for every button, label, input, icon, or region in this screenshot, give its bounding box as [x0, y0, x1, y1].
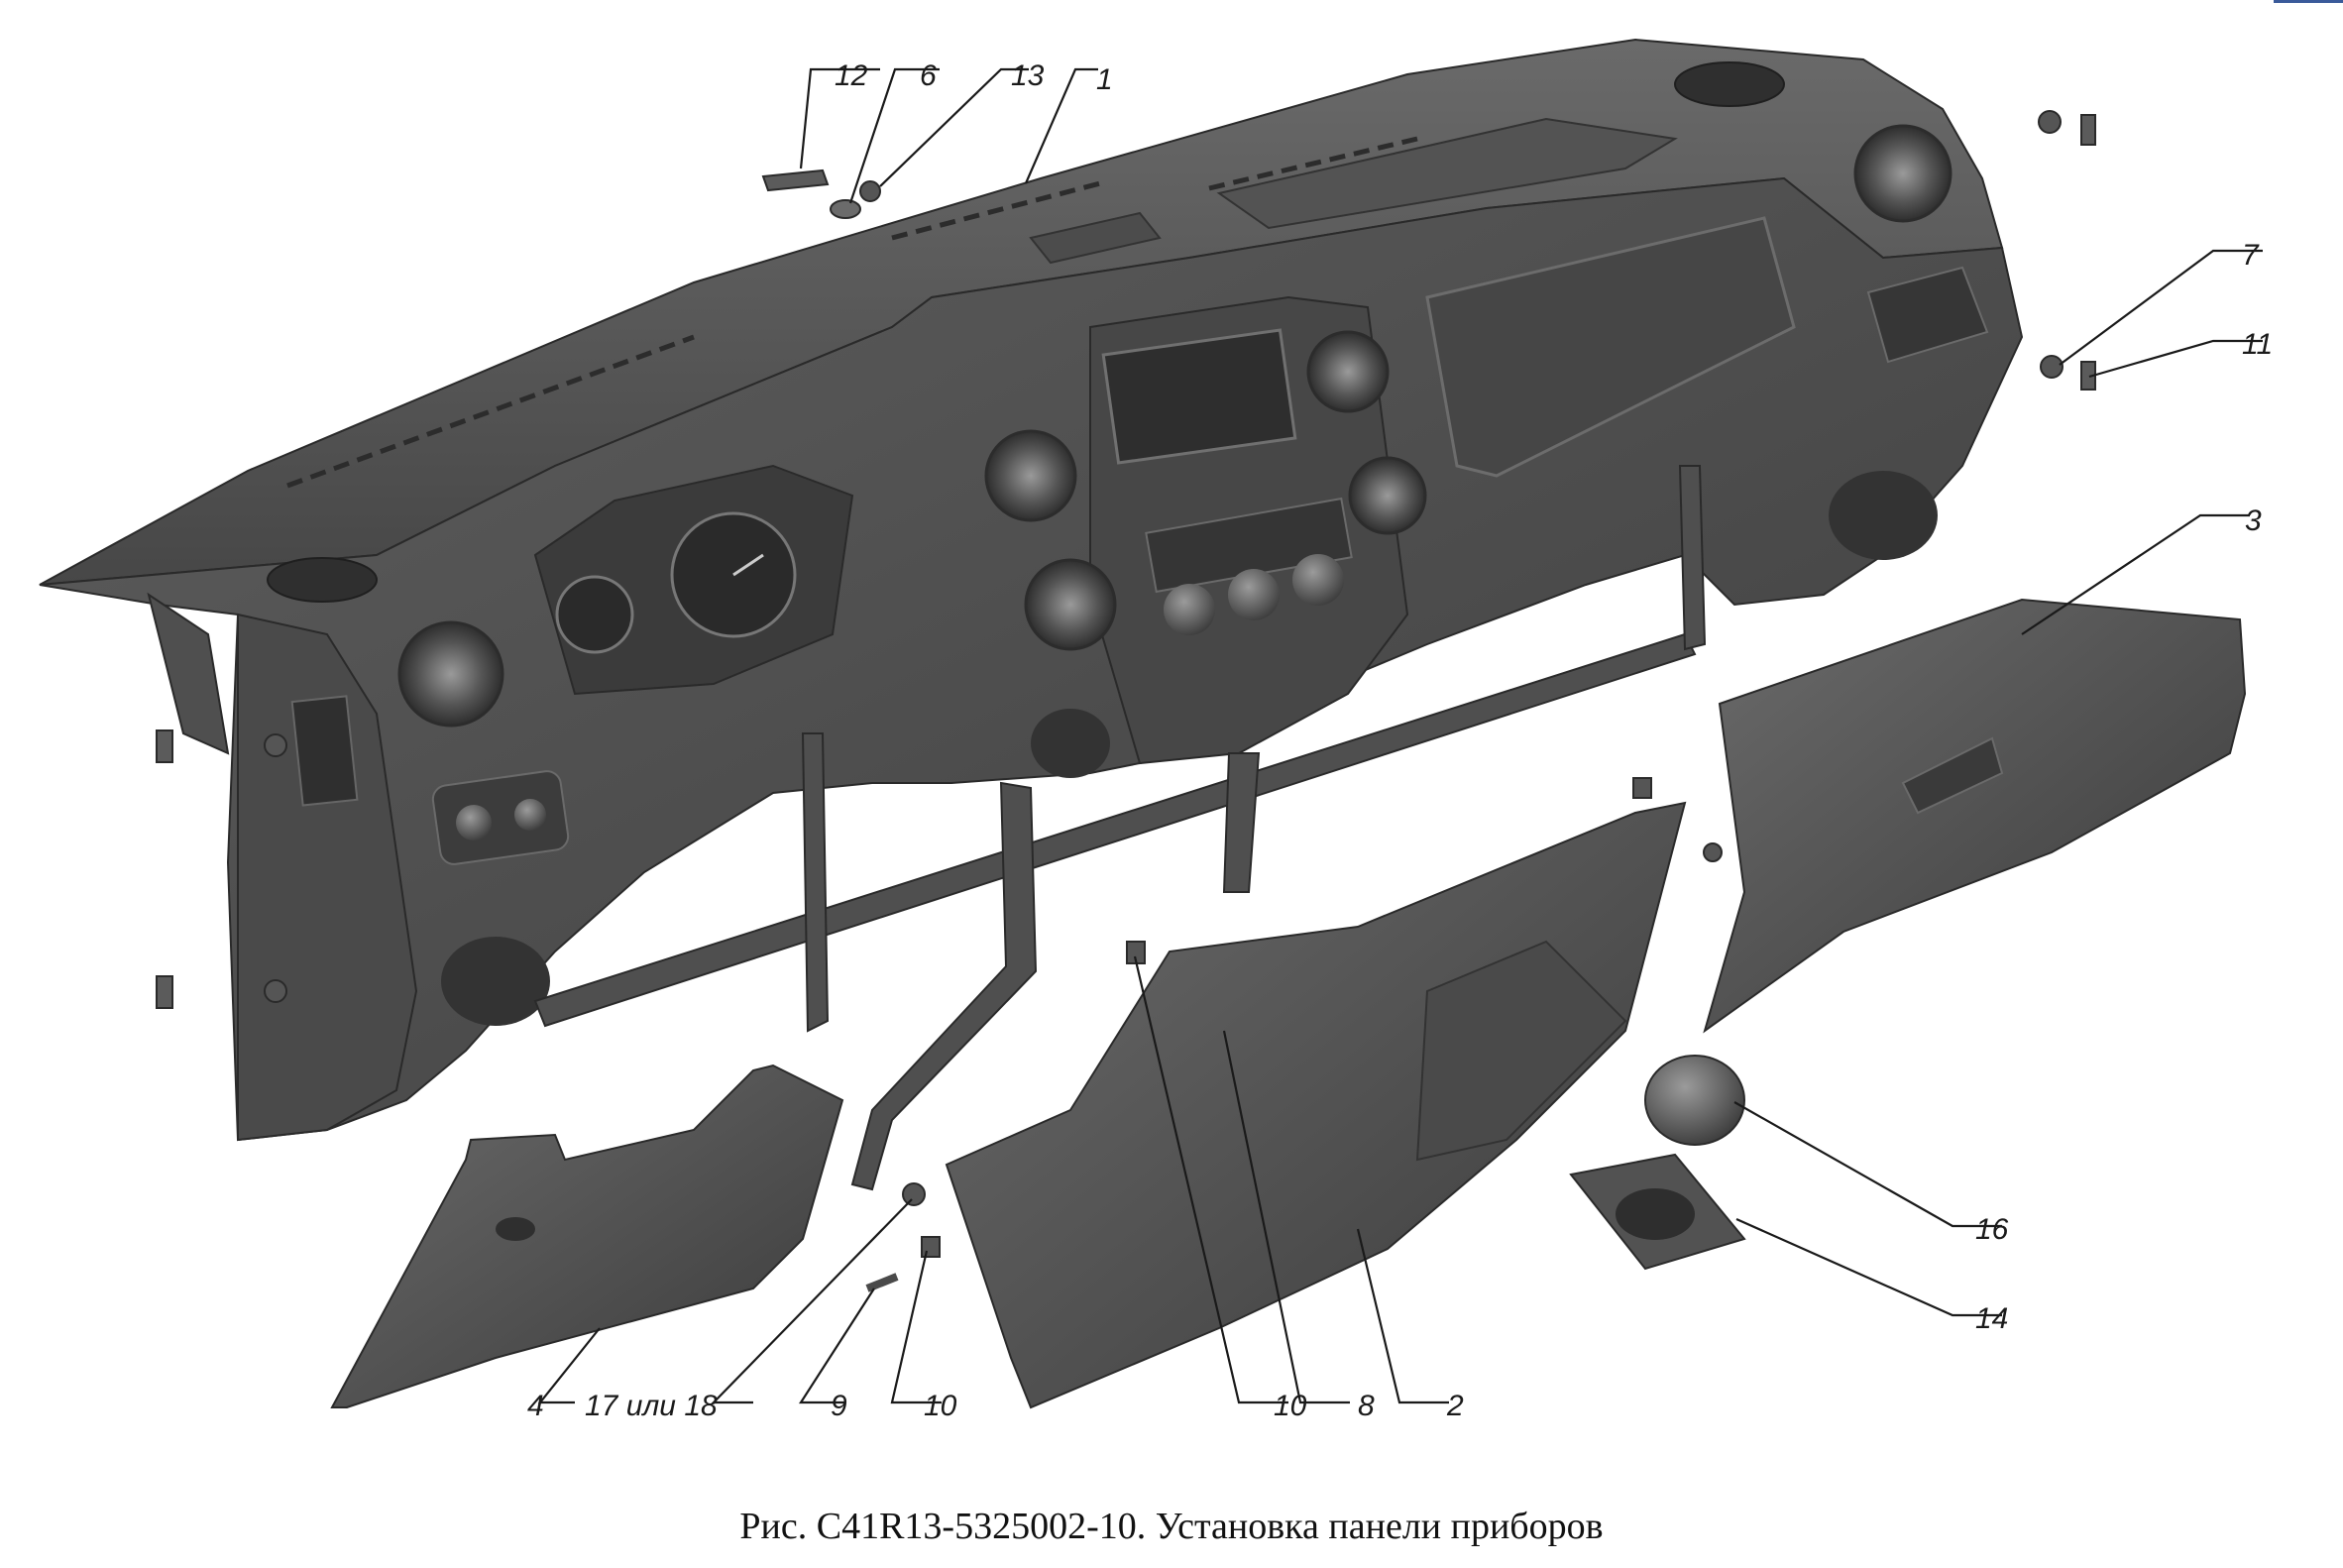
light-switch-block — [431, 770, 570, 865]
callout-3: 3 — [2245, 504, 2262, 537]
defrost-slots — [286, 136, 1418, 489]
air-vent-center-low — [1024, 558, 1117, 651]
callout-16: 16 — [1975, 1213, 2009, 1246]
beam-support-right — [1678, 465, 1707, 651]
callout-13: 13 — [1011, 59, 1045, 92]
beam-bracket-center — [1222, 752, 1261, 893]
hvac-knob-right — [1292, 554, 1344, 606]
figure-caption: Рис. С41R13-5325002-10. Установка панели… — [739, 1506, 1604, 1547]
callout-7: 7 — [2242, 239, 2260, 272]
clip-glovebox-top — [1632, 777, 1652, 799]
screw-9 — [865, 1273, 899, 1292]
side-vent-left — [290, 695, 359, 807]
instrument-panel-body — [39, 38, 2024, 1142]
callout-4: 4 — [527, 1390, 544, 1422]
callout-9: 9 — [831, 1390, 847, 1422]
screw-13 — [859, 180, 881, 202]
ashtray-housing-opening — [1616, 1188, 1695, 1240]
callout-10-right: 10 — [1274, 1390, 1307, 1422]
air-vent-right — [1853, 124, 1952, 223]
callout-14: 14 — [1975, 1302, 2008, 1335]
callout-labels: 12 6 13 1 7 11 3 16 14 2 8 10 10 9 17 ил… — [527, 59, 2273, 1422]
screw-left-lower — [264, 979, 287, 1003]
callout-6: 6 — [920, 59, 937, 92]
lower-opening-center — [1031, 709, 1110, 778]
beam-steering-tube — [850, 781, 1038, 1191]
ashtray-cup — [1644, 1055, 1745, 1146]
corner-mark — [2274, 0, 2343, 3]
top-recess-center — [1029, 211, 1162, 265]
lower-center-panel — [945, 801, 1687, 1409]
callout-12: 12 — [835, 59, 868, 92]
screw-7 — [2040, 355, 2064, 379]
air-vent-center-right-low — [1348, 456, 1427, 535]
right-switch-pod — [1866, 266, 1989, 364]
clip-left-lower — [156, 975, 173, 1009]
clip-left-upper — [156, 729, 173, 763]
callout-1: 1 — [1096, 63, 1113, 96]
glovebox — [1703, 598, 2247, 1034]
lower-panel-left — [330, 1064, 844, 1408]
callout-2: 2 — [1446, 1390, 1464, 1422]
dimmer-knob — [514, 799, 546, 831]
hvac-knob-left — [1164, 584, 1215, 635]
air-vent-center-left — [984, 429, 1077, 522]
light-switch-knob — [456, 805, 492, 840]
callout-8: 8 — [1358, 1390, 1375, 1422]
washer-6 — [830, 199, 861, 219]
leader-lines — [537, 67, 2263, 1404]
top-recess-right — [1216, 117, 1678, 230]
air-vent-center-right — [1306, 330, 1390, 413]
beam-left-bracket — [147, 592, 230, 755]
air-vent-left — [397, 620, 504, 728]
tachometer — [555, 575, 634, 654]
callout-10-left: 10 — [924, 1390, 957, 1422]
cup-holder-right — [1674, 61, 1785, 107]
hvac-knob-middle — [1228, 569, 1280, 620]
head-unit-screen — [1101, 328, 1297, 465]
screw-glovebox — [1703, 842, 1723, 862]
lower-panel-left-hole — [496, 1217, 535, 1241]
cross-car-beam — [147, 465, 1707, 1191]
lower-center-panel-pocket — [1415, 940, 1627, 1162]
upper-glovebox-lid — [1425, 216, 1796, 478]
screw-17-18 — [902, 1182, 926, 1206]
lower-opening-left — [441, 937, 550, 1026]
glovebox-handle — [1901, 736, 2004, 815]
clip-12 — [761, 168, 830, 192]
lower-opening-right — [1829, 471, 1938, 560]
callout-11: 11 — [2242, 328, 2273, 361]
screw-7-upper — [2038, 110, 2062, 134]
beam-support-left — [801, 732, 830, 1033]
screw-left-upper — [264, 733, 287, 757]
clip-10-lower-left — [921, 1236, 941, 1258]
callout-17-or-18: 17 или 18 — [585, 1390, 718, 1422]
cup-holder-left — [267, 557, 378, 603]
gauge-needle — [732, 553, 764, 577]
clip-11-upper — [2080, 114, 2096, 146]
